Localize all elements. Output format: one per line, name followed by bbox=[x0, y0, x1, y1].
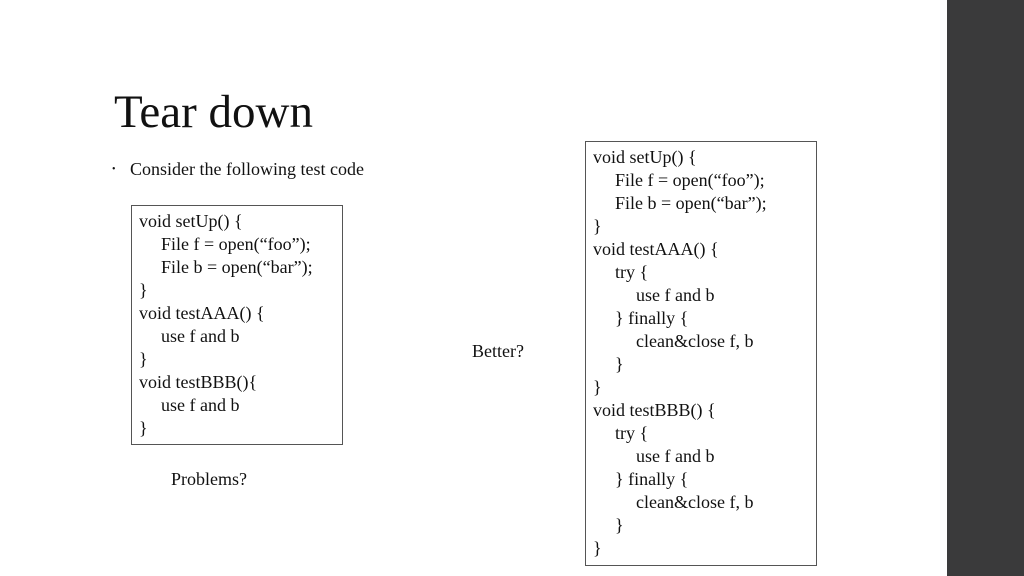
problems-label: Problems? bbox=[171, 469, 247, 489]
code-line: clean&close f, b bbox=[636, 331, 754, 351]
code-line: clean&close f, b bbox=[636, 492, 754, 512]
code-line: } bbox=[139, 418, 148, 438]
code-line: try { bbox=[615, 262, 649, 282]
code-line: use f and b bbox=[636, 285, 715, 305]
bullet-marker: • bbox=[112, 164, 116, 175]
code-line: File b = open(“bar”); bbox=[161, 257, 313, 277]
side-bar-decoration bbox=[947, 0, 1024, 576]
code-line: File f = open(“foo”); bbox=[615, 170, 765, 190]
code-line: } finally { bbox=[615, 308, 689, 328]
code-line: } finally { bbox=[615, 469, 689, 489]
code-line: use f and b bbox=[161, 326, 240, 346]
code-line: void testAAA() { bbox=[593, 239, 719, 259]
slide-title: Tear down bbox=[114, 86, 313, 138]
code-line: void testBBB() { bbox=[593, 400, 716, 420]
code-line: File b = open(“bar”); bbox=[615, 193, 767, 213]
code-box-improved: void setUp() { File f = open(“foo”); File … bbox=[585, 141, 817, 566]
code-line: } bbox=[615, 354, 624, 374]
code-line: } bbox=[593, 377, 602, 397]
code-line: } bbox=[139, 280, 148, 300]
better-label: Better? bbox=[472, 341, 524, 361]
code-line: File f = open(“foo”); bbox=[161, 234, 311, 254]
code-line: } bbox=[139, 349, 148, 369]
code-line: } bbox=[593, 216, 602, 236]
code-box-original: void setUp() { File f = open(“foo”); File … bbox=[131, 205, 343, 445]
code-line: } bbox=[593, 538, 602, 558]
code-line: use f and b bbox=[161, 395, 240, 415]
code-line: void setUp() { bbox=[593, 147, 697, 167]
code-line: void setUp() { bbox=[139, 211, 243, 231]
bullet-text: Consider the following test code bbox=[130, 159, 364, 179]
bullet-item: • Consider the following test code bbox=[112, 158, 364, 181]
code-line: void testAAA() { bbox=[139, 303, 265, 323]
code-line: try { bbox=[615, 423, 649, 443]
code-line: void testBBB(){ bbox=[139, 372, 258, 392]
code-line: } bbox=[615, 515, 624, 535]
code-line: use f and b bbox=[636, 446, 715, 466]
